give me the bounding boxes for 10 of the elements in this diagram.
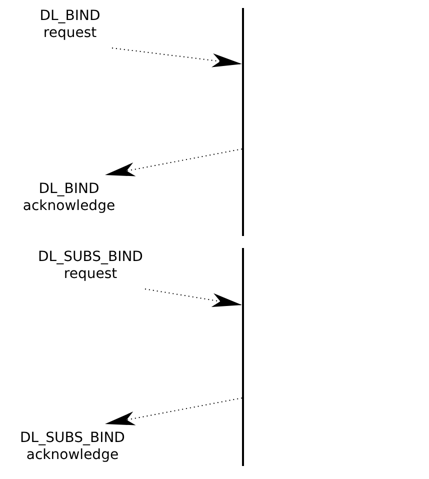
dotted-arrow	[104, 398, 242, 426]
dotted-arrow	[144, 288, 242, 308]
dotted-arrow	[104, 148, 242, 176]
lifeline-bar	[242, 8, 244, 236]
primitive-label: DL_SUBS_BIND acknowledge	[10, 430, 135, 466]
primitive-label: DL_BIND acknowledge	[10, 181, 128, 217]
primitive-label: DL_SUBS_BIND request	[28, 249, 153, 285]
lifeline-bar	[242, 248, 244, 466]
dotted-arrow	[112, 48, 242, 68]
primitive-label: DL_BIND request	[20, 8, 120, 44]
